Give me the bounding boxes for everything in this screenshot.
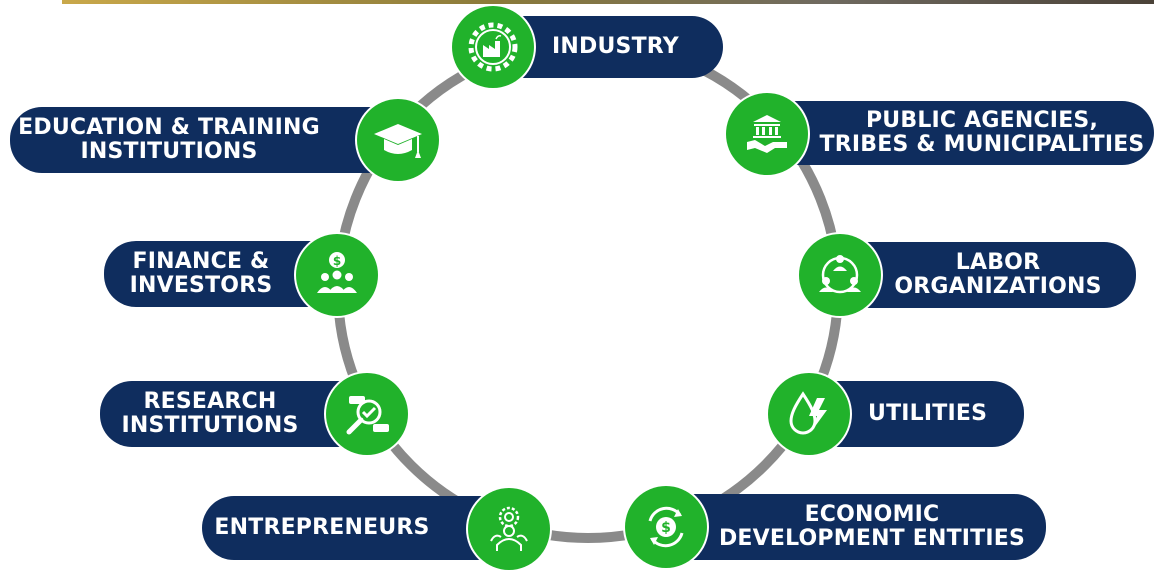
water-lightning-icon <box>768 373 850 455</box>
government-handshake-icon <box>726 93 808 175</box>
label-public-agencies: PUBLIC AGENCIES, TRIBES & MUNICIPALITIES <box>819 108 1145 157</box>
node-public-agencies: PUBLIC AGENCIES, TRIBES & MUNICIPALITIES <box>770 101 1154 165</box>
svg-text:$: $ <box>661 520 671 536</box>
label-entrepreneurs: ENTREPRENEURS <box>214 515 430 540</box>
svg-text:$: $ <box>333 254 341 268</box>
node-labor: LABOR ORGANIZATIONS <box>842 242 1136 308</box>
label-utilities: UTILITIES <box>868 401 988 426</box>
people-network-icon <box>799 234 881 316</box>
node-entrepreneurs: ENTREPRENEURS <box>202 496 498 560</box>
node-education: EDUCATION & TRAINING INSTITUTIONS <box>10 107 394 173</box>
industry-icon <box>452 6 534 88</box>
top-photo-strip <box>62 0 1154 4</box>
label-industry: INDUSTRY <box>552 34 679 59</box>
magnifier-check-icon <box>326 373 408 455</box>
label-research: RESEARCH INSTITUTIONS <box>121 389 299 438</box>
label-labor: LABOR ORGANIZATIONS <box>894 250 1102 299</box>
node-economic-development: ECONOMIC DEVELOPMENT ENTITIES <box>668 494 1046 560</box>
dollar-cycle-icon: $ <box>625 486 707 568</box>
dollar-group-icon: $ <box>296 234 378 316</box>
graduation-cap-icon <box>357 99 439 181</box>
label-finance: FINANCE & INVESTORS <box>129 249 273 298</box>
label-economic-development: ECONOMIC DEVELOPMENT ENTITIES <box>718 502 1026 551</box>
node-research: RESEARCH INSTITUTIONS <box>100 381 368 447</box>
lightbulb-person-icon <box>468 488 550 570</box>
label-education: EDUCATION & TRAINING INSTITUTIONS <box>18 115 320 164</box>
